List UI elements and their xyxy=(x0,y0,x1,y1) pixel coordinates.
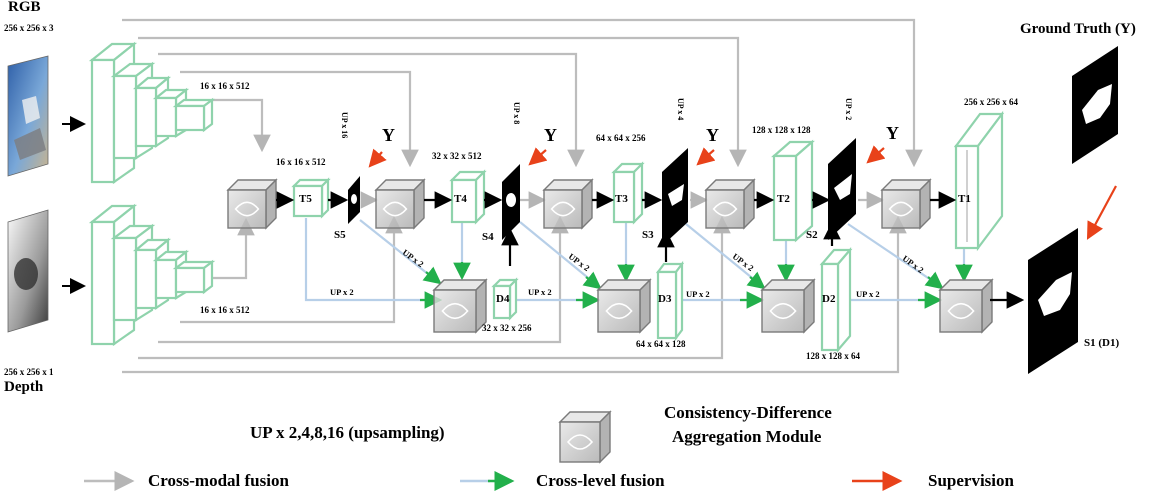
up-label-7: UP x 2 xyxy=(856,289,880,299)
rgb-size: 256 x 256 x 3 xyxy=(4,23,54,33)
up-label-5: UP x 2 xyxy=(686,289,710,299)
s5-label: S5 xyxy=(334,229,346,241)
s4-label: S4 xyxy=(482,231,494,243)
supervision-y-2: Y xyxy=(544,125,557,145)
final-output-image xyxy=(1028,228,1078,374)
cda-module-bottom-1 xyxy=(432,278,488,334)
t1-size: 256 x 256 x 64 xyxy=(964,97,1018,107)
d3-size: 64 x 64 x 128 xyxy=(636,339,686,349)
cda-module-bottom-4 xyxy=(938,278,994,334)
depth-title: Depth xyxy=(4,379,44,395)
s2-up-label: UP x 2 xyxy=(844,98,853,121)
supervision-y-3: Y xyxy=(706,125,719,145)
depth-encoder xyxy=(88,203,216,347)
depth-input-image xyxy=(7,209,49,333)
supervision-y-4: Y xyxy=(886,123,899,143)
d2-label: D2 xyxy=(822,293,836,305)
s5-up-label: UP x 16 xyxy=(340,112,349,139)
t5-label: T5 xyxy=(299,193,312,205)
s3-up-label: UP x 4 xyxy=(676,98,685,121)
s2-label: S2 xyxy=(806,229,818,241)
legend-module-line1: Consistency-Difference xyxy=(664,403,832,422)
ground-truth-image xyxy=(1072,46,1118,164)
t4-size: 32 x 32 x 512 xyxy=(432,151,482,161)
cda-modules xyxy=(226,178,994,334)
t2-size: 128 x 128 x 128 xyxy=(752,125,811,135)
legend-cube-shape xyxy=(558,410,612,464)
cda-module-top-2 xyxy=(374,178,426,230)
up-label-1: UP x 2 xyxy=(330,287,354,297)
cda-module-top-4 xyxy=(704,178,756,230)
cda-module-top-1 xyxy=(226,178,278,230)
final-output-label: S1 (D1) xyxy=(1084,337,1120,349)
rgb-title: RGB xyxy=(8,0,41,15)
saliency-maps xyxy=(348,138,856,246)
supervision-y-1: Y xyxy=(382,125,395,145)
depth-encoder-size: 16 x 16 x 512 xyxy=(200,305,250,315)
cda-module-bottom-2 xyxy=(596,278,652,334)
depth-size: 256 x 256 x 1 xyxy=(4,367,54,377)
ground-truth-label: Ground Truth (Y) xyxy=(1020,21,1136,37)
t-blocks xyxy=(291,110,1005,353)
d2-size: 128 x 128 x 64 xyxy=(806,351,860,361)
t2-label: T2 xyxy=(777,193,790,205)
d3-label: D3 xyxy=(658,293,672,305)
cda-module-bottom-3 xyxy=(760,278,816,334)
legend-cross-level: Cross-level fusion xyxy=(536,471,665,490)
legend-module-line2: Aggregation Module xyxy=(672,427,822,446)
cda-module-top-5 xyxy=(880,178,932,230)
s4-up-label: UP x 8 xyxy=(512,102,521,125)
up-label-3: UP x 2 xyxy=(528,287,552,297)
t3-size: 64 x 64 x 256 xyxy=(596,133,646,143)
legend-module-cube xyxy=(558,410,612,464)
rgb-encoder-size: 16 x 16 x 512 xyxy=(200,81,250,91)
s3-label: S3 xyxy=(642,229,654,241)
t4-label: T4 xyxy=(454,193,467,205)
legend-supervision: Supervision xyxy=(928,471,1014,490)
cda-module-top-3 xyxy=(542,178,594,230)
legend-upsampling: UP x 2,4,8,16 (upsampling) xyxy=(250,423,445,442)
legend-cross-modal: Cross-modal fusion xyxy=(148,471,289,490)
t3-label: T3 xyxy=(615,193,628,205)
rgb-input-image xyxy=(7,55,49,177)
t5-size: 16 x 16 x 512 xyxy=(276,157,326,167)
t1-label: T1 xyxy=(958,193,971,205)
rgb-encoder xyxy=(88,41,216,185)
d4-label: D4 xyxy=(496,293,510,305)
d4-size: 32 x 32 x 256 xyxy=(482,323,532,333)
